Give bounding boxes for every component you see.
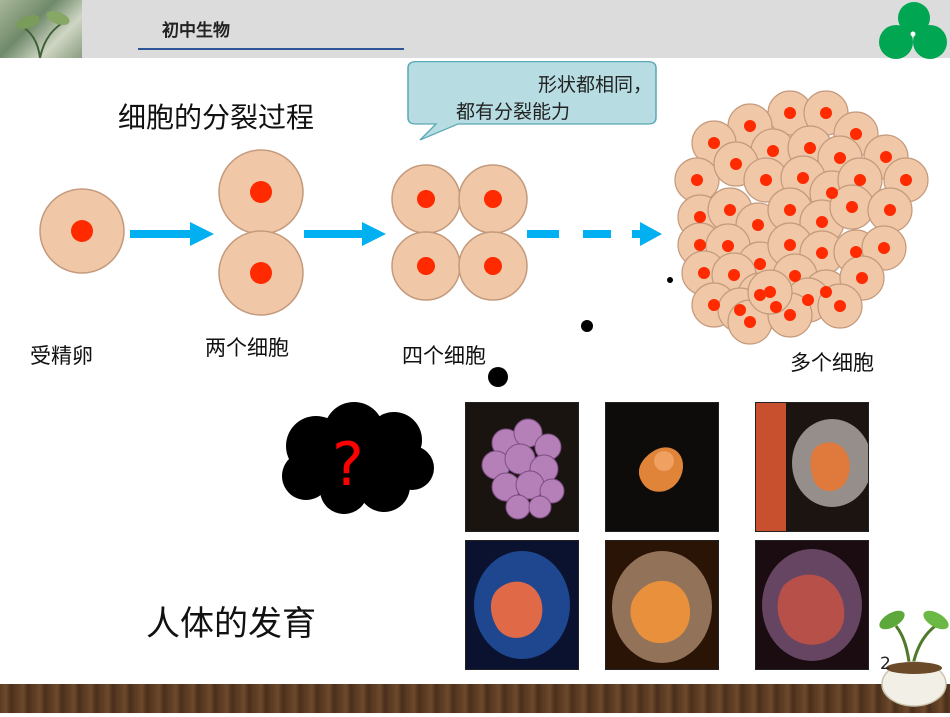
callout-text: 形状都相同， 都有分裂能力 — [432, 72, 652, 126]
dot-large — [488, 367, 508, 387]
cluster-nucleus — [708, 137, 720, 149]
stage-label-four: 四个细胞 — [402, 344, 486, 368]
stage-label-zygote: 受精卵 — [30, 344, 93, 368]
cluster-nucleus — [880, 151, 892, 163]
development-heading: 人体的发育 — [146, 604, 316, 644]
cell-division-diagram — [39, 90, 929, 387]
cluster-nucleus — [698, 267, 710, 279]
cluster-nucleus — [722, 240, 734, 252]
photo-embryo-in-sac — [755, 402, 869, 532]
cluster-nucleus — [789, 270, 801, 282]
sprout-pot-icon — [874, 600, 950, 713]
cluster-nucleus — [878, 242, 890, 254]
cluster-nucleus — [694, 239, 706, 251]
cluster-nucleus — [744, 316, 756, 328]
cluster-nucleus — [764, 286, 776, 298]
header-title: 初中生物 — [162, 21, 230, 41]
cluster-nucleus — [797, 172, 809, 184]
cluster-nucleus — [767, 145, 779, 157]
dot-medium — [581, 320, 593, 332]
cluster-nucleus — [884, 204, 896, 216]
cluster-nucleus — [820, 107, 832, 119]
cluster-nucleus — [816, 247, 828, 259]
callout-bubble — [407, 61, 657, 141]
cluster-nucleus — [850, 246, 862, 258]
page-number: 2 — [880, 654, 891, 674]
header-underline — [138, 48, 404, 50]
cluster-nucleus — [730, 158, 742, 170]
four-cells — [391, 164, 528, 301]
cluster-nucleus — [724, 204, 736, 216]
cluster-nucleus — [826, 187, 838, 199]
cluster-nucleus — [744, 120, 756, 132]
cluster-nucleus — [691, 174, 703, 186]
cluster-nucleus — [784, 309, 796, 321]
dashed-arrow — [527, 222, 662, 246]
cluster-nucleus — [752, 219, 764, 231]
footer-wood-bar — [0, 684, 950, 713]
photo-early-embryo — [605, 402, 719, 532]
cluster-nucleus — [760, 174, 772, 186]
cluster-nucleus — [834, 300, 846, 312]
callout-line-2: 都有分裂能力 — [456, 101, 571, 123]
clover-logo-icon — [874, 2, 950, 60]
cluster-nucleus — [708, 299, 720, 311]
cluster-nucleus — [846, 201, 858, 213]
cluster-nucleus — [804, 142, 816, 154]
cluster-nucleus — [816, 216, 828, 228]
two-cells — [218, 149, 304, 316]
header-sprout-photo — [0, 0, 82, 59]
cluster-nucleus — [754, 258, 766, 270]
cluster-nucleus — [854, 174, 866, 186]
cluster-nucleus — [734, 304, 746, 316]
cluster-nucleus — [784, 107, 796, 119]
arrow-2 — [304, 222, 386, 246]
cluster-nucleus — [754, 289, 766, 301]
stage-label-many: 多个细胞 — [790, 351, 874, 375]
photo-late-fetus — [755, 540, 869, 670]
question-mark: ? — [332, 430, 364, 500]
photo-embryo-with-placenta — [465, 540, 579, 670]
photo-cell-cluster — [465, 402, 579, 532]
cluster-nucleus — [694, 211, 706, 223]
callout-line-1: 形状都相同， — [537, 74, 652, 96]
cluster-nucleus — [834, 152, 846, 164]
cluster-nucleus — [820, 286, 832, 298]
cluster-nucleus — [802, 294, 814, 306]
stage-label-two: 两个细胞 — [205, 336, 289, 360]
many-cells-cluster — [674, 90, 929, 345]
zygote-cell — [39, 188, 125, 274]
cluster-nucleus — [900, 174, 912, 186]
cluster-nucleus — [784, 239, 796, 251]
cluster-nucleus — [850, 128, 862, 140]
cluster-nucleus — [728, 269, 740, 281]
dot-small — [667, 277, 673, 283]
question-cloud — [276, 398, 436, 516]
cluster-nucleus — [856, 272, 868, 284]
cluster-nucleus — [784, 204, 796, 216]
photo-fetus-in-sac — [605, 540, 719, 670]
arrow-1 — [130, 222, 214, 246]
division-heading: 细胞的分裂过程 — [118, 101, 315, 134]
cluster-nucleus — [770, 301, 782, 313]
